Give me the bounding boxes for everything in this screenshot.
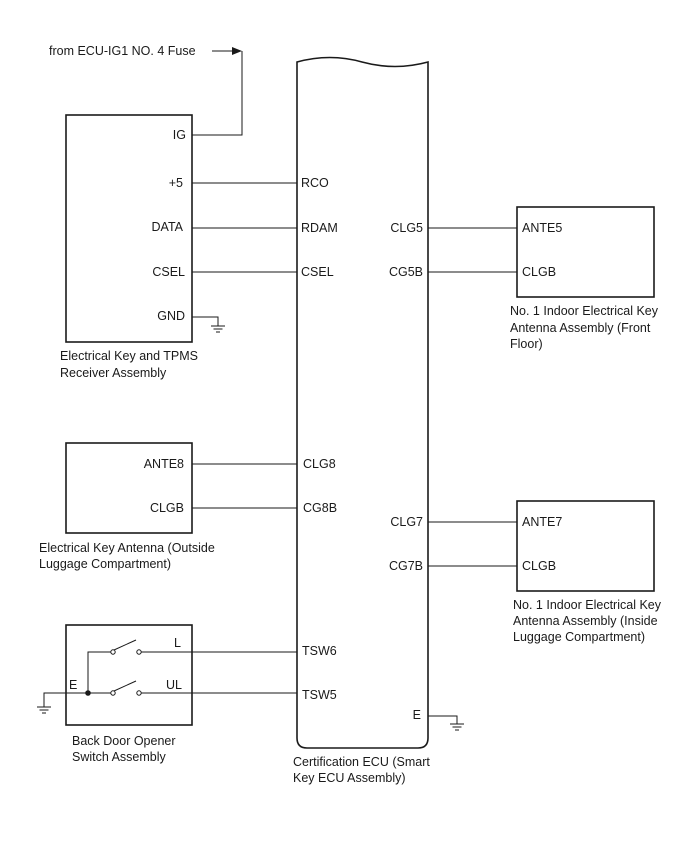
outside-antenna-pin-clgb: CLGB [150, 501, 184, 515]
ecu-pin-clg8: CLG8 [303, 457, 336, 471]
ecu-pin-cg8b: CG8B [303, 501, 337, 515]
receiver-caption-line2: Receiver Assembly [60, 366, 167, 380]
inside-antenna-caption-line1: No. 1 Indoor Electrical Key [513, 598, 662, 612]
ecu-pin-rco: RCO [301, 176, 329, 190]
ecu-ground-icon [428, 715, 464, 731]
switch-caption-line1: Back Door Opener [72, 734, 176, 748]
switch-ground-icon [37, 692, 88, 714]
ecu-pin-csel: CSEL [301, 265, 334, 279]
ecu-pin-e: E [413, 708, 421, 722]
receiver-ground-icon [192, 316, 225, 333]
receiver-pin-data: DATA [152, 220, 184, 234]
inside-antenna-pin-ante7: ANTE7 [522, 515, 562, 529]
back-door-switch-box [65, 624, 193, 726]
front-antenna-box [516, 206, 655, 298]
ecu-pin-tsw6: TSW6 [302, 644, 337, 658]
ecu-pin-cg5b: CG5B [389, 265, 423, 279]
inside-antenna-caption-line2: Antenna Assembly (Inside [513, 614, 658, 628]
ecu-caption-line2: Key ECU Assembly) [293, 771, 406, 785]
outside-antenna-pin-ante8: ANTE8 [144, 457, 184, 471]
inside-antenna-box [516, 500, 655, 592]
ecu-pin-tsw5: TSW5 [302, 688, 337, 702]
front-antenna-pin-ante5: ANTE5 [522, 221, 562, 235]
outside-antenna-box [65, 442, 193, 534]
front-antenna-pin-clgb: CLGB [522, 265, 556, 279]
switch-pin-l: L [174, 636, 181, 650]
switch-contacts [85, 639, 297, 696]
fuse-arrow [192, 47, 243, 136]
front-antenna-caption-line3: Floor) [510, 337, 543, 351]
switch-pin-e: E [69, 678, 77, 692]
fuse-label: from ECU-IG1 NO. 4 Fuse [49, 44, 196, 58]
receiver-pin-csel: CSEL [152, 265, 185, 279]
switch-caption-line2: Switch Assembly [72, 750, 167, 764]
front-antenna-caption-line1: No. 1 Indoor Electrical Key [510, 304, 659, 318]
front-antenna-caption-line2: Antenna Assembly (Front [510, 321, 651, 335]
switch-pin-ul: UL [166, 678, 182, 692]
ecu-pin-clg5: CLG5 [390, 221, 423, 235]
receiver-pin-gnd: GND [157, 309, 185, 323]
ecu-pin-clg7: CLG7 [390, 515, 423, 529]
ecu-pin-cg7b: CG7B [389, 559, 423, 573]
inside-antenna-caption-line3: Luggage Compartment) [513, 630, 645, 644]
inside-antenna-pin-clgb: CLGB [522, 559, 556, 573]
outside-antenna-caption-line1: Electrical Key Antenna (Outside [39, 541, 215, 555]
receiver-pin-ig: IG [173, 128, 186, 142]
outside-antenna-caption-line2: Luggage Compartment) [39, 557, 171, 571]
ecu-pin-rdam: RDAM [301, 221, 338, 235]
receiver-caption-line1: Electrical Key and TPMS [60, 349, 198, 363]
ecu-caption-line1: Certification ECU (Smart [293, 755, 430, 769]
certification-ecu-box [296, 56, 429, 749]
receiver-pin-plus5: +5 [169, 176, 183, 190]
